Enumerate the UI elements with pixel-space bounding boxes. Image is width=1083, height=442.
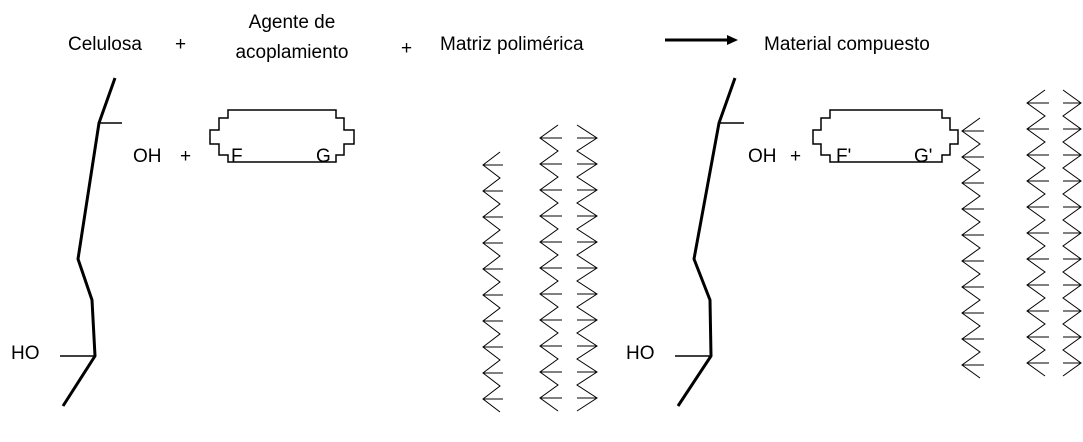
coupling-agent-box-product: [812, 109, 959, 163]
polymer-chain-reactant-2: [539, 124, 562, 412]
polymer-chain-product-1: [961, 117, 984, 379]
label-agente-line2: acoplamiento: [235, 42, 349, 63]
polymer-chain-reactant-1: [482, 151, 503, 413]
right-arrow-icon: [665, 35, 738, 45]
label-plus-reactant: +: [180, 146, 192, 167]
label-matriz: Matriz polimérica: [440, 34, 584, 55]
label-plus-1: +: [175, 34, 187, 55]
label-f: F: [231, 146, 243, 167]
polymer-chain-product-2: [1026, 89, 1049, 377]
label-ho-product: HO: [626, 343, 655, 364]
cellulose-chain-reactant: [61, 77, 117, 407]
polymer-chain-product-3: [1062, 89, 1082, 377]
polymer-chain-reactant-3: [576, 124, 598, 412]
label-ho-reactant: HO: [11, 343, 40, 364]
label-celulosa: Celulosa: [68, 34, 142, 55]
label-plus-product: +: [790, 146, 802, 167]
label-agente-line1: Agente de: [248, 12, 336, 33]
coupling-agent-box: [209, 109, 355, 163]
cellulose-chain-product: [676, 77, 737, 407]
label-plus-2: +: [401, 38, 413, 59]
label-oh-reactant: OH: [133, 146, 162, 167]
label-material-compuesto: Material compuesto: [764, 34, 930, 55]
label-oh-product: OH: [748, 146, 777, 167]
